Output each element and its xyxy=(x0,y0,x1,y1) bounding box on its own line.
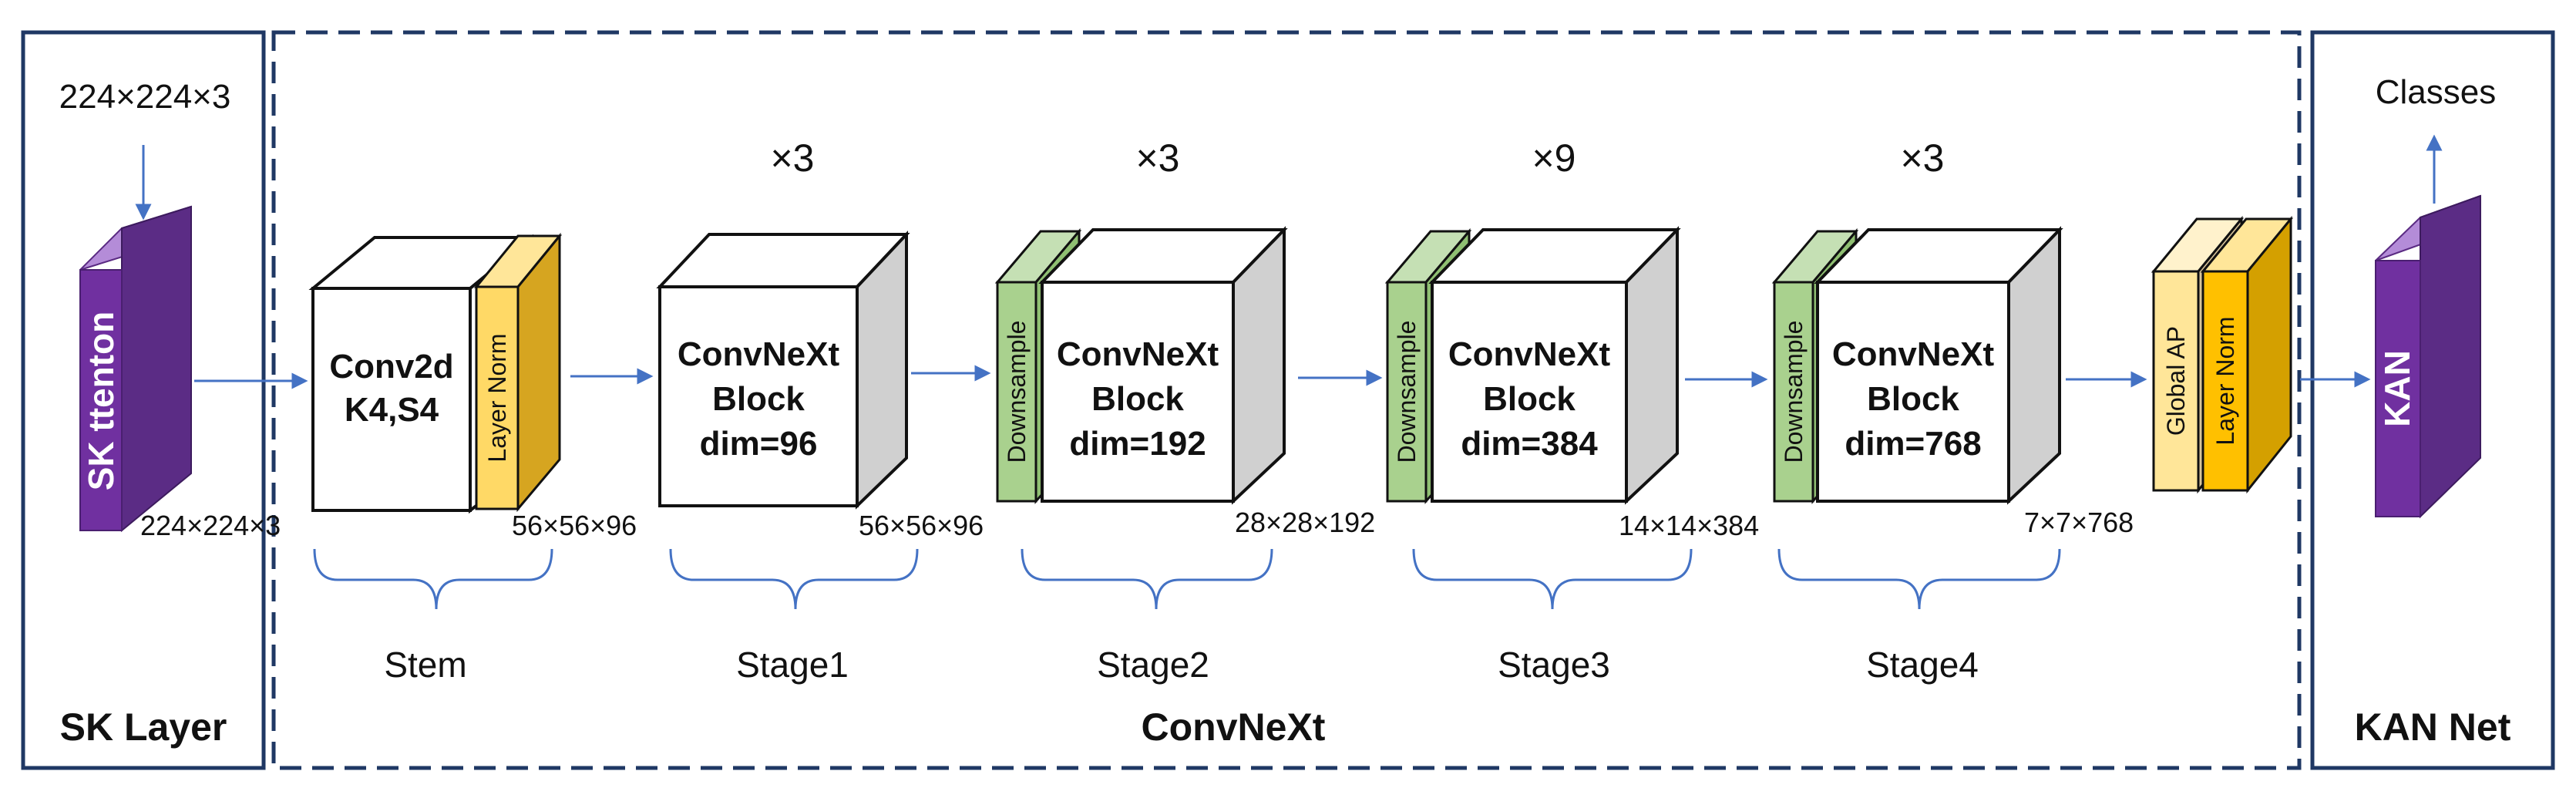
sk-layer-title: SK Layer xyxy=(60,705,227,749)
stage1-brace-label: Stage1 xyxy=(736,645,849,685)
kan-net-panel xyxy=(2310,30,2555,770)
stage4-block-line1: ConvNeXt xyxy=(1832,335,1995,373)
stage1-out-dim: 56×56×96 xyxy=(859,510,984,541)
stem-in-dim: 224×224×3 xyxy=(140,510,281,541)
stage3-out-dim: 14×14×384 xyxy=(1619,510,1759,541)
stage2-brace-label: Stage2 xyxy=(1097,645,1209,685)
kan-net-title: KAN Net xyxy=(2355,705,2511,749)
stage3-block-line2: Block xyxy=(1483,380,1576,418)
stage1-convnext-block: ConvNeXt Block dim=96 xyxy=(656,230,910,510)
stage2-out-dim: 28×28×192 xyxy=(1235,507,1375,538)
input-size-label: 224×224×3 xyxy=(59,78,231,116)
stem-block-line1: Conv2d xyxy=(329,348,453,386)
stage4-out-dim: 7×7×768 xyxy=(2024,507,2134,538)
kan-block-label: KAN xyxy=(2377,350,2417,427)
classes-label: Classes xyxy=(2376,73,2497,111)
stage3-repeat: ×9 xyxy=(1532,136,1576,180)
stem-brace xyxy=(313,548,553,610)
stem-out-dim: 56×56×96 xyxy=(512,510,637,541)
stem-brace-label: Stem xyxy=(384,645,466,685)
stem-layer-norm-block: Layer Norm xyxy=(473,232,563,513)
stage3-brace xyxy=(1412,548,1693,610)
stage1-brace xyxy=(669,548,919,610)
kan-block: KAN xyxy=(2375,194,2481,519)
stage1-block-line3: dim=96 xyxy=(700,425,818,463)
head-layer-norm-block: Layer Norm xyxy=(2200,215,2294,494)
stage3-block-line3: dim=384 xyxy=(1461,425,1598,463)
stage4-block-line2: Block xyxy=(1867,380,1959,418)
stage3-convnext-block: ConvNeXt Block dim=384 xyxy=(1428,226,1681,505)
stage4-brace-label: Stage4 xyxy=(1866,645,1979,685)
stage4-convnext-block: ConvNeXt Block dim=768 xyxy=(1814,226,2063,505)
stage3-block-line1: ConvNeXt xyxy=(1448,335,1611,373)
stage2-block-line1: ConvNeXt xyxy=(1057,335,1219,373)
stem-norm-label: Layer Norm xyxy=(483,333,511,462)
stage4-block-line3: dim=768 xyxy=(1845,425,1981,463)
global-ap-label: Global AP xyxy=(2162,326,2190,436)
stage2-brace xyxy=(1021,548,1273,610)
stage4-brace xyxy=(1777,548,2061,610)
stage2-repeat: ×3 xyxy=(1135,136,1179,180)
stage1-block-line1: ConvNeXt xyxy=(678,335,840,373)
stage3-downsample-label: Downsample xyxy=(1393,321,1421,463)
stage2-downsample-label: Downsample xyxy=(1003,321,1031,463)
convnext-title: ConvNeXt xyxy=(1142,705,1326,749)
stage2-block-line2: Block xyxy=(1091,380,1184,418)
sk-attention-block: SK ttenton xyxy=(79,205,192,533)
stage4-downsample-label: Downsample xyxy=(1780,321,1808,463)
head-norm-label: Layer Norm xyxy=(2211,316,2239,445)
stage1-repeat: ×3 xyxy=(770,136,814,180)
convnext-panel xyxy=(271,30,2302,770)
stage3-brace-label: Stage3 xyxy=(1498,645,1610,685)
stage2-block-line3: dim=192 xyxy=(1069,425,1206,463)
sk-block-label: SK ttenton xyxy=(81,311,121,491)
stage4-repeat: ×3 xyxy=(1900,136,1944,180)
sk-layer-panel xyxy=(21,30,266,770)
stem-block-line2: K4,S4 xyxy=(345,391,439,429)
stage2-convnext-block: ConvNeXt Block dim=192 xyxy=(1038,226,1288,505)
stage1-block-line2: Block xyxy=(712,380,805,418)
stem-conv-block: Conv2d K4,S4 xyxy=(308,234,536,514)
